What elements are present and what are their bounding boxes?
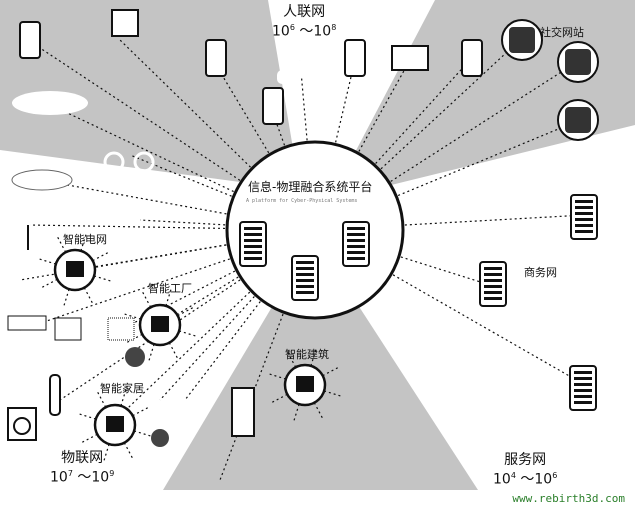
server-stripe bbox=[575, 200, 593, 203]
services-network-label: 服务网 104 ～106 bbox=[493, 452, 558, 488]
watermark: www.rebirth3d.com bbox=[512, 492, 625, 505]
phone-icon bbox=[461, 39, 483, 77]
server-stripe bbox=[244, 245, 262, 248]
server-stripe bbox=[244, 239, 262, 242]
server-stripe bbox=[484, 273, 502, 276]
server-stripe bbox=[347, 239, 365, 242]
person-icon bbox=[294, 49, 306, 61]
phone-icon bbox=[344, 39, 366, 77]
server-stripe bbox=[347, 227, 365, 230]
server-stripe bbox=[484, 285, 502, 288]
person-icon bbox=[277, 70, 293, 84]
server-stripe bbox=[484, 291, 502, 294]
electric-car-icon bbox=[11, 169, 73, 191]
server-stripe bbox=[574, 401, 592, 404]
server-stripe bbox=[484, 279, 502, 282]
smart-grid-label: 智能电网 bbox=[63, 233, 107, 246]
laptop-icon bbox=[391, 45, 429, 71]
connection-line bbox=[159, 229, 316, 401]
server-stripe bbox=[347, 233, 365, 236]
person-icon bbox=[310, 56, 322, 68]
electric-car-icon bbox=[12, 91, 88, 115]
server-stripe bbox=[296, 267, 314, 270]
platform-circle bbox=[225, 140, 405, 320]
tools-icon bbox=[125, 347, 145, 367]
barcode-icon bbox=[107, 317, 135, 341]
smart-factory-hub-icon-glyph bbox=[151, 316, 169, 332]
phone-icon bbox=[262, 87, 284, 125]
smart-building-hub-icon-glyph bbox=[296, 376, 314, 392]
phone-icon bbox=[19, 21, 41, 59]
smart-home-label: 智能家居 bbox=[100, 382, 144, 395]
server-stripe bbox=[244, 233, 262, 236]
server-stripe bbox=[575, 224, 593, 227]
smart-factory-label: 智能工厂 bbox=[148, 282, 192, 295]
google-plus-icon bbox=[565, 107, 591, 133]
door-icon bbox=[231, 387, 255, 437]
server-stripe bbox=[244, 227, 262, 230]
alarm-icon bbox=[151, 429, 169, 447]
server-stripe bbox=[484, 297, 502, 300]
server-stripe bbox=[574, 383, 592, 386]
connection-line bbox=[27, 39, 316, 231]
platform-title: 信息-物理融合系统平台 bbox=[248, 180, 373, 194]
person-icon bbox=[279, 56, 291, 68]
server-stripe bbox=[244, 257, 262, 260]
phone-icon bbox=[205, 39, 227, 77]
server-stripe bbox=[296, 261, 314, 264]
platform-subtitle: A platform for Cyber-Physical Systems bbox=[246, 198, 358, 204]
person-icon bbox=[308, 70, 324, 84]
connection-line bbox=[314, 59, 356, 231]
medical-icon bbox=[111, 9, 139, 37]
server-stripe bbox=[296, 285, 314, 288]
human-network-label: 人联网 106 ～108 bbox=[272, 4, 337, 40]
server-stripe bbox=[484, 267, 502, 270]
server-stripe bbox=[296, 291, 314, 294]
bicycle-icon bbox=[133, 151, 155, 173]
social-region bbox=[330, 0, 635, 200]
connection-line bbox=[109, 229, 316, 426]
server-stripe bbox=[575, 230, 593, 233]
server-stripe bbox=[575, 218, 593, 221]
server-stripe bbox=[296, 279, 314, 282]
server-stripe bbox=[575, 206, 593, 209]
solar-panel-icon bbox=[54, 317, 82, 341]
connection-line bbox=[139, 219, 316, 231]
connection-line bbox=[314, 59, 471, 231]
connection-line bbox=[212, 59, 316, 231]
smart-building-label: 智能建筑 bbox=[285, 348, 329, 361]
commerce-label: 商务网 bbox=[524, 266, 557, 279]
server-stripe bbox=[347, 245, 365, 248]
social-label: 社交网站 bbox=[540, 26, 584, 39]
washing-machine-door bbox=[13, 417, 31, 435]
washing-machine-icon bbox=[7, 407, 37, 441]
connection-line bbox=[129, 154, 316, 231]
bicycle-icon bbox=[103, 151, 125, 173]
server-stripe bbox=[574, 377, 592, 380]
server-stripe bbox=[244, 251, 262, 254]
facebook-icon bbox=[565, 49, 591, 75]
smart-home-hub-icon-glyph bbox=[106, 416, 124, 432]
server-stripe bbox=[574, 395, 592, 398]
things-network-label: 物联网 107 ～109 bbox=[50, 450, 115, 486]
person-icon bbox=[292, 63, 308, 77]
server-stripe bbox=[296, 273, 314, 276]
meter-icon bbox=[7, 315, 47, 331]
server-stripe bbox=[574, 389, 592, 392]
smart-grid-hub-icon-glyph bbox=[66, 261, 84, 277]
server-stripe bbox=[574, 371, 592, 374]
twitter-icon bbox=[509, 27, 535, 53]
server-stripe bbox=[575, 212, 593, 215]
server-stripe bbox=[347, 257, 365, 260]
server-stripe bbox=[347, 251, 365, 254]
light-bulb-icon bbox=[49, 374, 61, 416]
